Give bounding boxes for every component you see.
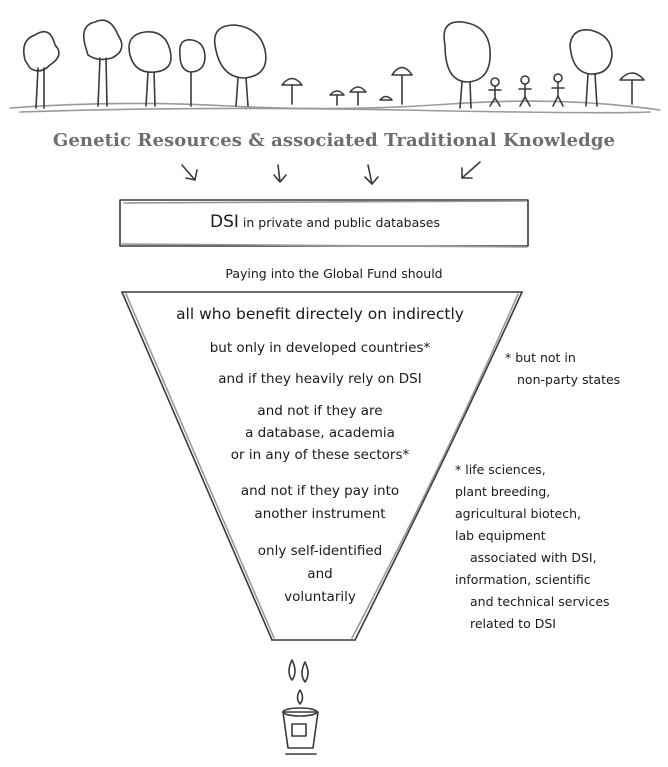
drop-icon	[288, 659, 309, 705]
funnel-line: and not if they are	[257, 403, 383, 419]
funnel-line: another instrument	[254, 506, 386, 522]
page-title: Genetic Resources & associated Tradition…	[52, 130, 616, 151]
dsi-box-label: DSI in private and public databases	[120, 212, 530, 232]
paying-label: Paying into the Global Fund should	[225, 266, 443, 281]
funnel-outline	[121, 291, 523, 641]
funnel-line: and if they heavily rely on DSI	[218, 371, 422, 387]
party-note-line: non-party states	[517, 372, 621, 387]
sectors-note-line: lab equipment	[455, 528, 546, 543]
sectors-note-line: associated with DSI,	[470, 550, 597, 565]
dsi-box-outline	[119, 199, 529, 248]
funnel-line: voluntarily	[284, 589, 356, 605]
sectors-note-line: * life sciences,	[455, 462, 546, 477]
sectors-note-line: information, scientific	[455, 572, 591, 587]
funnel-line: and not if they pay into	[240, 483, 400, 499]
dsi-label: DSI	[210, 212, 239, 232]
funnel-line: or in any of these sectors*	[230, 447, 410, 463]
dsi-rest-label: in private and public databases	[238, 215, 440, 230]
funnel-line: a database, academia	[245, 425, 395, 441]
funnel-line: and	[307, 566, 333, 582]
landscape-sketch-icon	[9, 19, 661, 114]
funnel-line: all who benefit directely on indirectly	[176, 305, 464, 323]
cup-icon	[282, 707, 319, 755]
funnel-line: only self-identified	[257, 543, 383, 559]
sectors-note-line: plant breeding,	[455, 484, 551, 499]
sectors-note-line: agricultural biotech,	[455, 506, 581, 521]
party-note-line: * but not in	[505, 350, 576, 365]
funnel-line: but only in developed countries*	[209, 340, 431, 356]
sectors-note-line: related to DSI	[470, 616, 556, 631]
down-arrow-icon	[181, 161, 481, 185]
sectors-note-line: and technical services	[470, 594, 610, 609]
